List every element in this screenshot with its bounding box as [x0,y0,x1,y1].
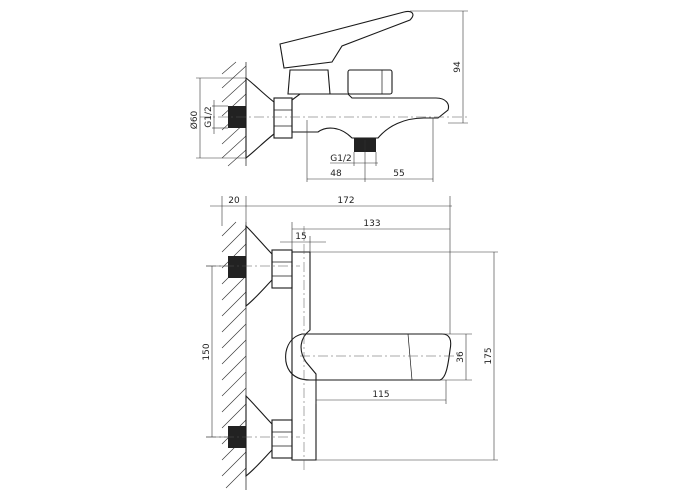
escutcheon-top [245,76,275,160]
upper-thread-front [228,256,246,278]
upper-nut-front [271,249,293,289]
dim-height-top: 94 [453,61,463,73]
lower-escutcheon-front [245,394,273,478]
dim-spout-length: 133 [363,219,380,229]
dim-total-length: 172 [337,196,354,206]
handle-lever-top [279,10,414,69]
lower-nut-front [271,419,293,459]
dim-body-offset: 15 [295,232,306,242]
hex-nut-top [273,97,293,139]
dim-wall: 20 [228,196,240,206]
dim-left-offset: 48 [330,169,342,179]
dim-lever-width: 36 [456,351,466,363]
dim-total-height: 175 [484,347,494,364]
dim-outlet-thread: G1/2 [330,154,351,164]
handle-lever-front [285,333,452,381]
dim-inlet-thread: G1/2 [204,106,214,127]
dim-centers: 150 [202,343,212,360]
dim-diameter: Ø60 [189,110,200,129]
dim-lever-length: 115 [372,390,389,400]
dim-right-offset: 55 [393,169,404,179]
top-view: 94 Ø60 G1/2 G1/2 48 55 [189,10,470,182]
diverter-knob-top [347,69,393,95]
cartridge-top [287,69,331,95]
faucet-body-top [291,93,450,139]
front-view: 20 172 133 15 150 36 175 115 [202,196,498,490]
